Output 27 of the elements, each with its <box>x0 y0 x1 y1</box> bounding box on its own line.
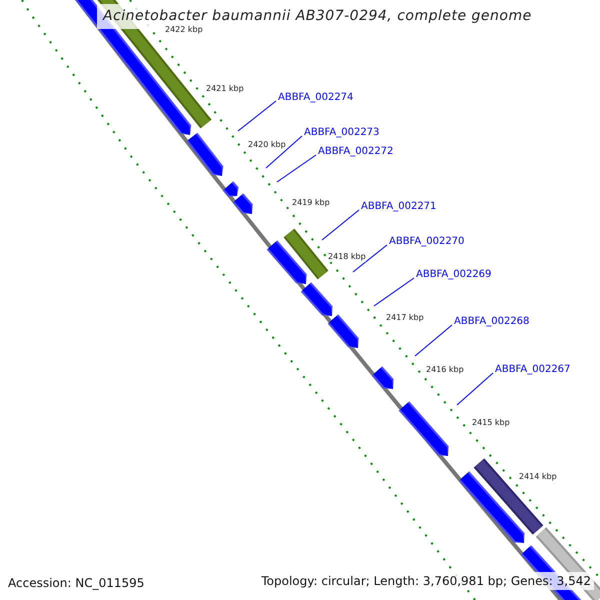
leader-line <box>266 136 302 168</box>
position-label: 2414 kbp <box>519 472 557 482</box>
gene-label: ABBFA_002267 <box>495 364 570 376</box>
leader-line <box>374 278 414 306</box>
leader-line <box>238 100 276 132</box>
position-label: 2415 kbp <box>472 418 510 428</box>
position-label: 2420 kbp <box>248 140 286 150</box>
leader-line <box>276 154 316 182</box>
gene-label: ABBFA_002271 <box>361 201 436 213</box>
leader-line <box>456 372 494 406</box>
gene-label: ABBFA_002272 <box>318 146 394 158</box>
gene-label: ABBFA_002270 <box>389 236 464 248</box>
genome-info-text: Topology: circular; Length: 3,760,981 bp; Genes: 3,542 <box>258 572 594 590</box>
position-label: 2416 kbp <box>426 365 464 375</box>
position-label: 2417 kbp <box>386 313 424 323</box>
leader-line <box>322 210 360 240</box>
leader-line <box>414 324 452 356</box>
position-label: 2418 kbp <box>328 252 366 262</box>
leader-line <box>352 244 388 272</box>
gene-label: ABBFA_002274 <box>278 92 354 104</box>
position-label: 2421 kbp <box>206 84 244 94</box>
position-label: 2422 kbp <box>165 25 203 35</box>
gene-label: ABBFA_002269 <box>416 269 492 281</box>
gene-label: ABBFA_002273 <box>304 127 380 139</box>
accession-text: Accession: NC_011595 <box>8 575 144 592</box>
position-label: 2419 kbp <box>292 198 330 208</box>
gene-label: ABBFA_002268 <box>454 316 530 328</box>
